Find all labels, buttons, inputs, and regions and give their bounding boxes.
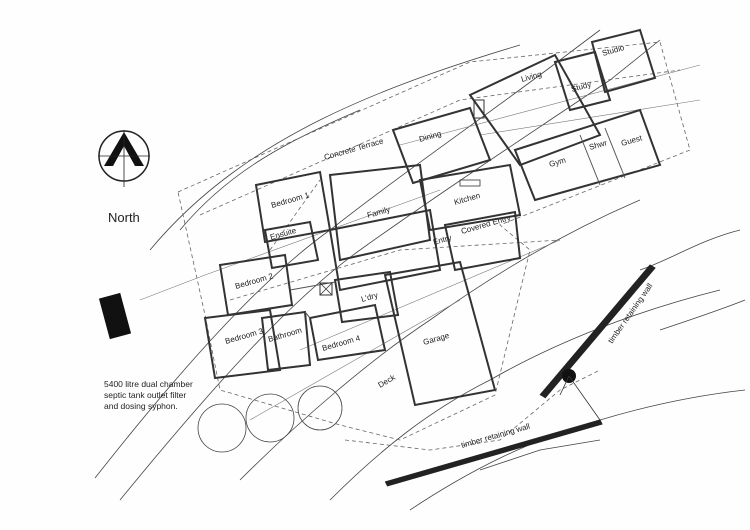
room-dining: Dining — [418, 129, 442, 144]
septic-note-line-2: septic tank outlet filter — [104, 390, 186, 400]
room-bedroom-4: Bedroom 4 — [321, 333, 362, 353]
septic-tank — [98, 292, 132, 340]
room-study: Study — [570, 80, 592, 94]
north-arrow — [98, 130, 150, 187]
room-bedroom-3: Bedroom 3 — [224, 326, 265, 346]
room-kitchen: Kitchen — [453, 191, 481, 207]
septic-note-line-1: 5400 litre dual chamber — [104, 379, 193, 389]
room-shwr: Shwr — [588, 138, 608, 152]
septic-note-line-3: and dosing syphon. — [104, 401, 178, 411]
room-concrete-terrace: Concrete Terrace — [323, 136, 385, 162]
room-garage: Garage — [422, 331, 451, 347]
room-gym: Gym — [548, 156, 567, 169]
room-bedroom-1: Bedroom 1 — [270, 190, 311, 210]
retaining-walls — [384, 264, 656, 487]
house-walls — [203, 28, 662, 407]
room-studio: Studio — [601, 43, 626, 58]
room-deck: Deck — [377, 372, 398, 389]
room-ldry: L'dry — [360, 291, 379, 304]
room-living: Living — [520, 70, 543, 84]
trees — [197, 385, 343, 453]
room-labels: Studio Living Study Dining Gym Shwr Gues… — [224, 43, 644, 390]
north-label: North — [108, 210, 140, 225]
room-guest: Guest — [620, 133, 644, 148]
room-bedroom-2: Bedroom 2 — [234, 271, 275, 291]
